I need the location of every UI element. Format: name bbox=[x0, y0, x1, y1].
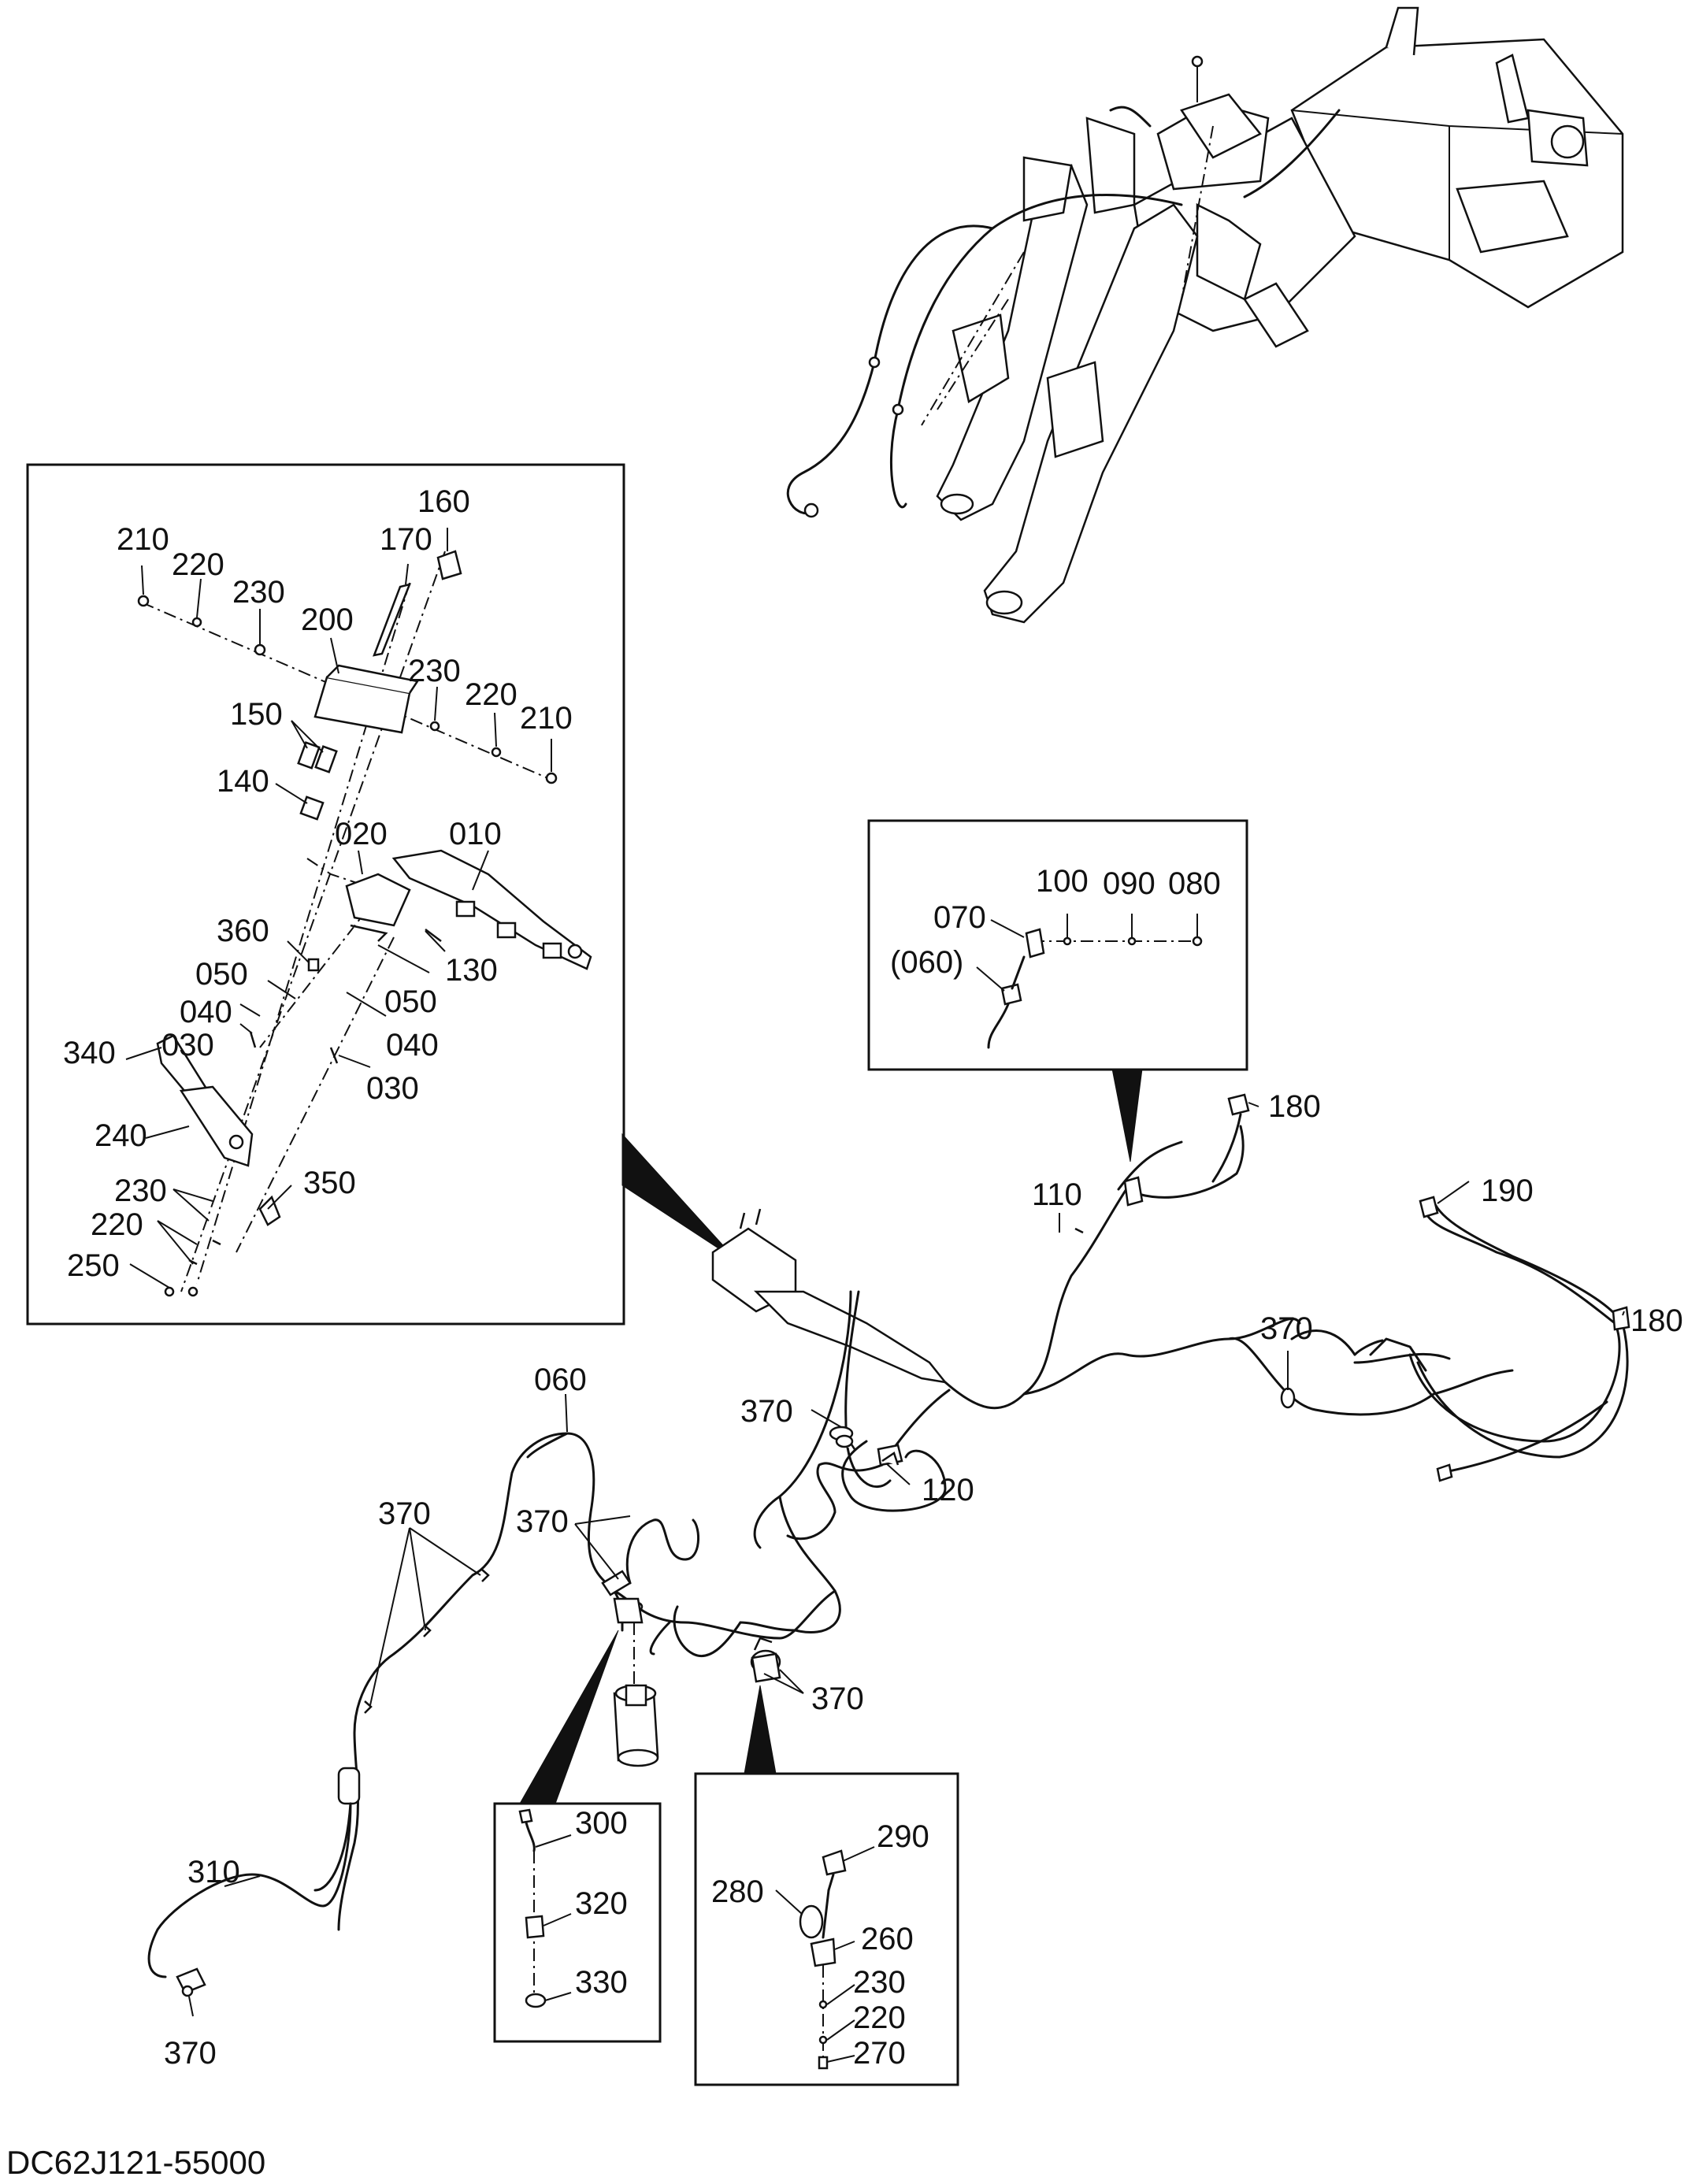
label-080: 080 bbox=[1168, 866, 1221, 901]
label-110: 110 bbox=[1032, 1177, 1082, 1212]
machine-frame-illustration bbox=[786, 6, 1624, 624]
label-230: 230 bbox=[853, 1965, 906, 2000]
label-370: 370 bbox=[740, 1394, 793, 1429]
label-340: 340 bbox=[63, 1036, 116, 1070]
label-020: 020 bbox=[335, 817, 388, 851]
label-200: 200 bbox=[301, 603, 354, 637]
label-230: 230 bbox=[114, 1174, 167, 1208]
detail-box-bracket-inset: 290 280 260 230 220 270 bbox=[694, 1772, 959, 2086]
label-060: 060 bbox=[534, 1363, 587, 1397]
label-050: 050 bbox=[384, 984, 437, 1019]
detail-box-switch-assembly: 160 170 210 220 230 200 230 220 210 150 … bbox=[26, 463, 625, 1326]
label-280: 280 bbox=[711, 1874, 764, 1909]
label-040: 040 bbox=[180, 995, 232, 1029]
callout-pointer-box2 bbox=[1111, 1068, 1143, 1162]
label-220: 220 bbox=[465, 677, 517, 712]
detail-box-1-frame bbox=[26, 463, 625, 1326]
label-030: 030 bbox=[366, 1071, 419, 1106]
detail-box-connector-inset: 100 090 080 070 (060) bbox=[867, 819, 1248, 1071]
label-370: 370 bbox=[811, 1682, 864, 1716]
label-370: 370 bbox=[378, 1496, 431, 1531]
label-120: 120 bbox=[922, 1473, 974, 1507]
detail-box-4-frame bbox=[694, 1772, 959, 2086]
label-370: 370 bbox=[164, 2036, 217, 2071]
label-360: 360 bbox=[217, 914, 269, 948]
label-270: 270 bbox=[853, 2036, 906, 2071]
callout-pointer-box1 bbox=[621, 1133, 737, 1261]
label-190: 190 bbox=[1481, 1174, 1534, 1208]
label-310: 310 bbox=[187, 1855, 240, 1889]
label-350: 350 bbox=[303, 1166, 356, 1200]
label-060: (060) bbox=[890, 945, 963, 980]
label-070: 070 bbox=[933, 900, 986, 935]
label-040: 040 bbox=[386, 1028, 439, 1062]
label-260: 260 bbox=[861, 1922, 914, 1956]
main-wiring-harness bbox=[147, 1093, 1630, 1997]
label-090: 090 bbox=[1103, 866, 1156, 901]
label-210: 210 bbox=[520, 701, 573, 736]
label-140: 140 bbox=[217, 764, 269, 799]
callout-pointer-box3 bbox=[519, 1630, 619, 1804]
harness-labels: 180 110 190 180 370 370 120 060 370 370 … bbox=[164, 1089, 1683, 2071]
detail-box-sensor-inset: 300 320 330 bbox=[493, 1802, 662, 2043]
detail-box-3-frame bbox=[493, 1802, 662, 2043]
label-330: 330 bbox=[575, 1965, 628, 2000]
label-230: 230 bbox=[408, 654, 461, 688]
label-130: 130 bbox=[445, 953, 498, 988]
callout-pointer-box4 bbox=[744, 1685, 777, 1774]
label-160: 160 bbox=[417, 484, 470, 519]
label-010: 010 bbox=[449, 817, 502, 851]
drawing-code: DC62J121-55000 bbox=[6, 2144, 265, 2181]
label-230: 230 bbox=[232, 575, 285, 610]
label-170: 170 bbox=[380, 522, 432, 557]
label-030: 030 bbox=[161, 1028, 214, 1062]
label-370: 370 bbox=[1260, 1311, 1313, 1346]
label-220: 220 bbox=[853, 2000, 906, 2035]
label-240: 240 bbox=[95, 1118, 147, 1153]
label-180: 180 bbox=[1268, 1089, 1321, 1124]
label-250: 250 bbox=[67, 1248, 120, 1283]
label-290: 290 bbox=[877, 1819, 929, 1854]
label-050: 050 bbox=[195, 957, 248, 992]
detail-box-2-frame bbox=[867, 819, 1248, 1071]
label-150: 150 bbox=[230, 697, 283, 732]
label-300: 300 bbox=[575, 1806, 628, 1841]
label-370: 370 bbox=[516, 1504, 569, 1539]
label-220: 220 bbox=[91, 1207, 143, 1242]
label-320: 320 bbox=[575, 1886, 628, 1921]
label-210: 210 bbox=[117, 522, 169, 557]
label-180: 180 bbox=[1630, 1303, 1683, 1338]
label-100: 100 bbox=[1036, 864, 1089, 899]
label-220: 220 bbox=[172, 547, 224, 582]
